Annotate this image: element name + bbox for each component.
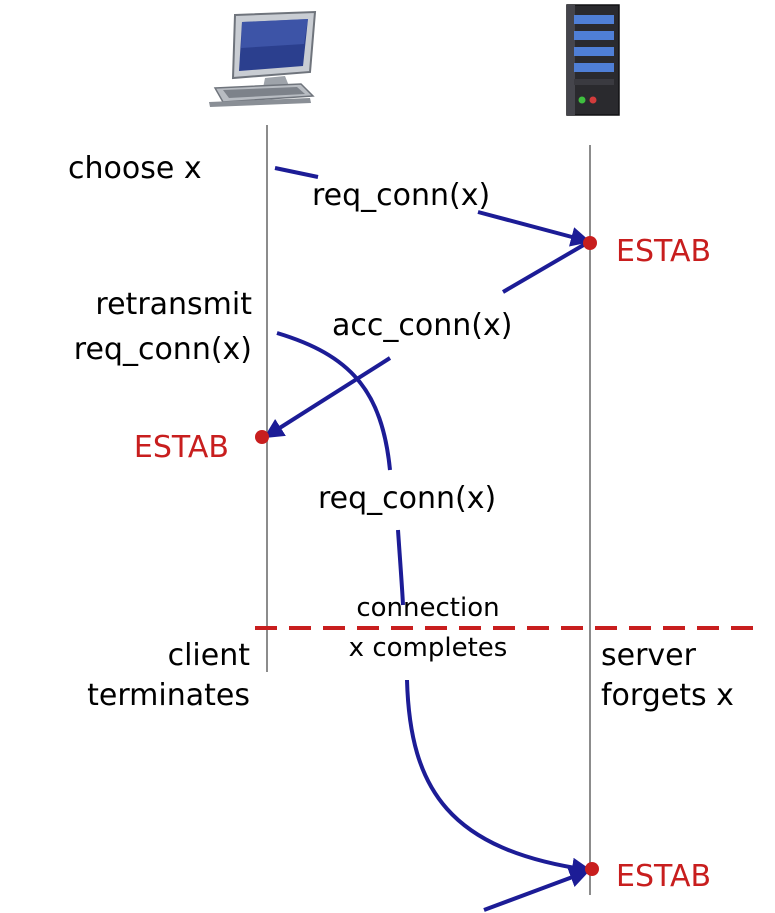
server-estab-dot-top xyxy=(583,236,597,250)
client-terminates-label-2: terminates xyxy=(87,678,250,713)
client-estab-label: ESTAB xyxy=(134,430,229,465)
req-conn-retransmit-curve-c xyxy=(405,679,592,878)
req-conn-label-1: req_conn(x) xyxy=(312,178,490,213)
req-conn-label-2: req_conn(x) xyxy=(318,481,496,516)
server-tower-icon xyxy=(566,4,620,116)
server-estab-label-bottom: ESTAB xyxy=(616,859,711,894)
retransmit-label: retransmit xyxy=(95,287,252,322)
connection-completes-label-1: connection xyxy=(356,593,499,623)
server-forgets-label-1: server xyxy=(601,638,697,673)
desktop-computer-icon xyxy=(209,10,317,107)
choose-x-label: choose x xyxy=(68,151,202,186)
req-conn-retransmit-curve-a xyxy=(276,331,392,471)
server-estab-label-top: ESTAB xyxy=(616,234,711,269)
server-estab-dot-bottom xyxy=(585,862,599,876)
connection-completes-label-2: x completes xyxy=(349,633,508,663)
acc-conn-arrow-a xyxy=(501,241,589,294)
retransmit-req-label: req_conn(x) xyxy=(74,332,252,367)
client-terminates-label-1: client xyxy=(168,638,251,673)
bottom-arrow xyxy=(483,868,590,912)
req-conn-arrow-1b xyxy=(477,210,591,247)
server-forgets-label-2: forgets x xyxy=(601,678,734,713)
acc-conn-label: acc_conn(x) xyxy=(332,308,512,343)
client-estab-dot xyxy=(255,430,269,444)
acc-conn-arrow-b xyxy=(263,356,392,439)
req-conn-arrow-1a xyxy=(274,166,319,179)
req-conn-retransmit-curve-b xyxy=(396,529,405,606)
